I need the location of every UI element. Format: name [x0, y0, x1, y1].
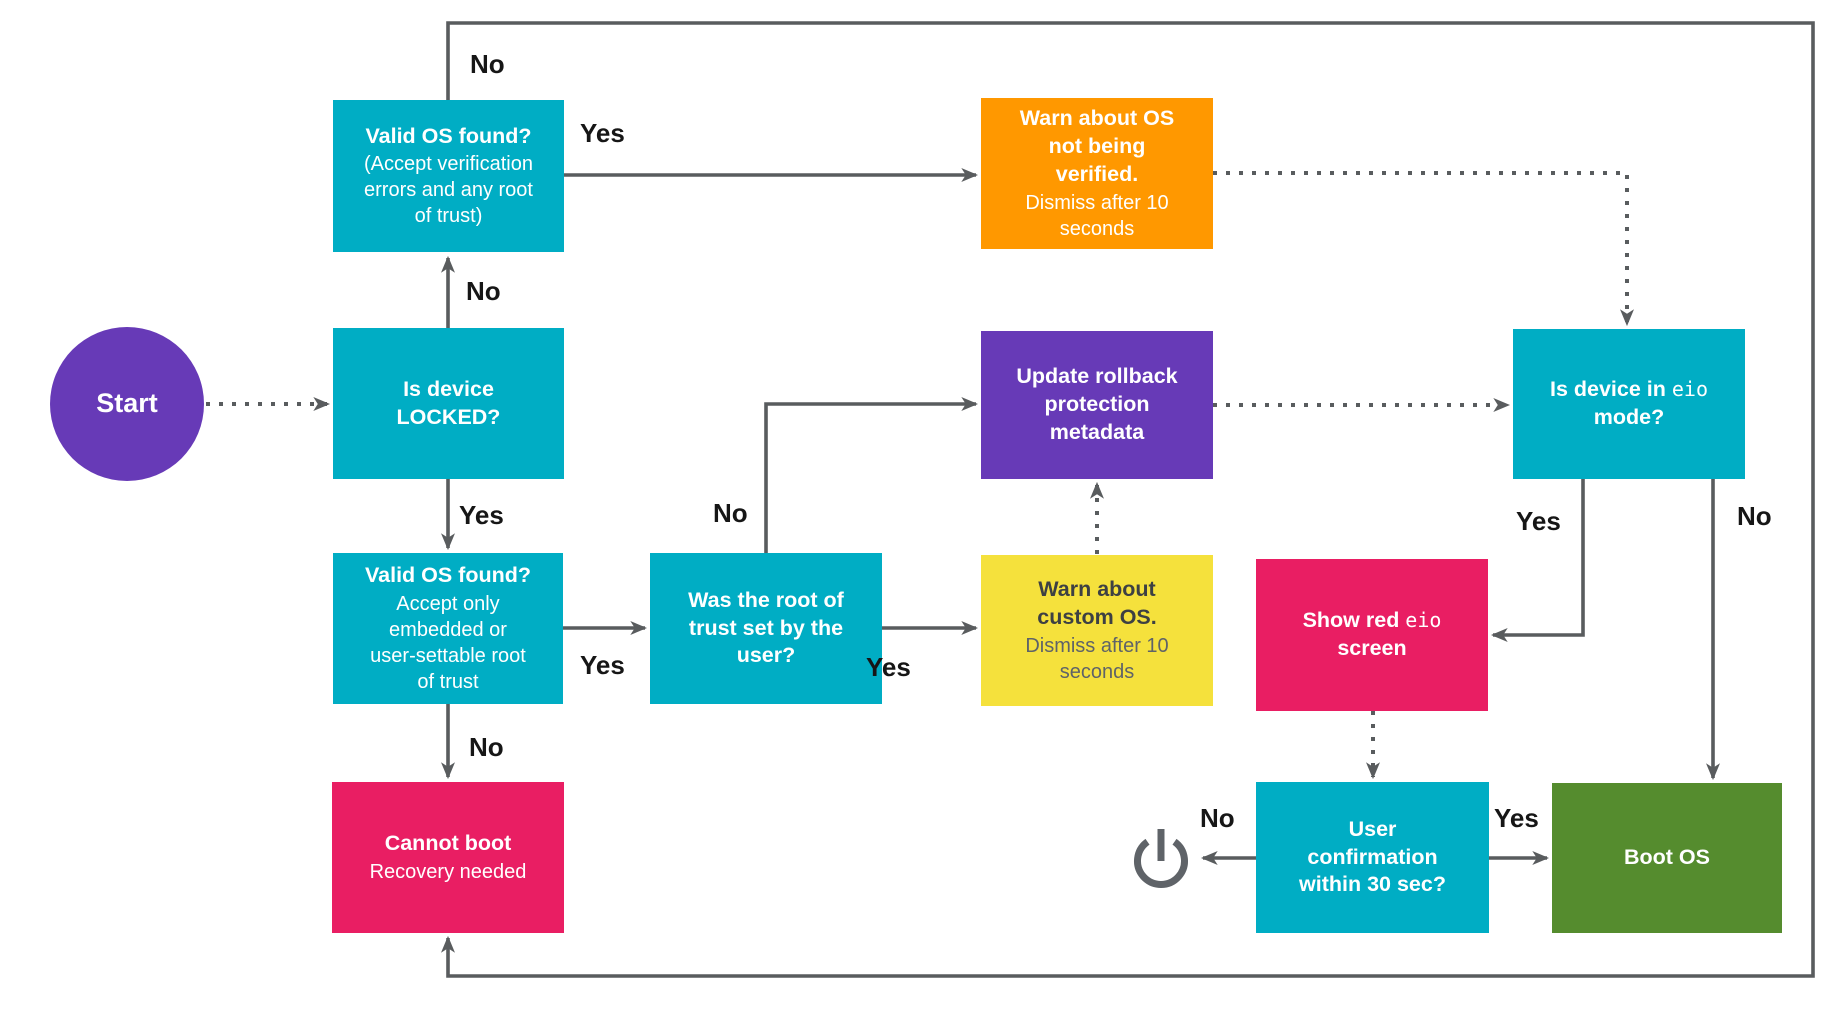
node-subtitle: Dismiss after 10 seconds	[1025, 191, 1169, 240]
node-title: Show red eio screen	[1303, 607, 1442, 663]
edge-label-no-eio-to-boot-os: No	[1737, 501, 1772, 531]
node-is-device-in-eio-mode: Is device in eio mode?	[1513, 329, 1745, 479]
node-subtitle: Recovery needed	[369, 860, 527, 883]
title-part: mode?	[1593, 405, 1665, 429]
edge-root-of-trust-no-to-rollback	[764, 397, 979, 553]
title-part: screen	[1337, 636, 1407, 660]
node-title: Valid OS found?	[365, 123, 532, 148]
edge-warn-to-eio-mode	[1213, 171, 1634, 327]
title-part: Show red	[1302, 608, 1406, 633]
edge-label-no-top-loop: No	[470, 49, 505, 79]
node-title: Is device LOCKED?	[396, 376, 501, 429]
node-warn-os-not-verified: Warn about OS not being verified. Dismis…	[981, 98, 1213, 249]
node-title: Was the root of trust set by the user?	[688, 587, 844, 668]
node-title: Valid OS found?	[364, 563, 532, 588]
title-mono-part: eio	[1405, 608, 1442, 633]
node-update-rollback-metadata: Update rollback protection metadata	[981, 331, 1213, 479]
edge-validos-top-no-loop-to-cannot-boot	[441, 21, 1815, 978]
node-root-of-trust-set-by-user: Was the root of trust set by the user?	[650, 553, 882, 704]
title-part: Is device in	[1549, 377, 1672, 402]
node-title: Is device in eio mode?	[1550, 376, 1708, 432]
node-cannot-boot: Cannot boot Recovery needed	[332, 782, 564, 933]
node-title: Update rollback protection metadata	[1016, 364, 1178, 444]
edge-label-no-validos-to-cannot-boot: No	[469, 732, 504, 762]
node-valid-os-found-locked: Valid OS found? Accept only embedded or …	[333, 553, 563, 704]
node-title: Warn about custom OS.	[1037, 577, 1157, 629]
node-title: Boot OS	[1624, 845, 1710, 870]
edge-label-yes-root-of-trust-to-warn-custom: Yes	[866, 652, 911, 682]
node-subtitle: (Accept verification errors and any root…	[364, 153, 533, 228]
node-show-red-eio-screen: Show red eio screen	[1256, 559, 1488, 711]
node-boot-os: Boot OS	[1552, 783, 1782, 933]
node-start: Start	[50, 327, 204, 481]
edge-label-yes-eio-to-red-screen: Yes	[1516, 506, 1561, 536]
node-warn-custom-os: Warn about custom OS. Dismiss after 10 s…	[981, 555, 1213, 706]
node-is-device-locked: Is device LOCKED?	[333, 328, 564, 479]
node-valid-os-found-unlocked: Valid OS found? (Accept verification err…	[333, 100, 564, 252]
edge-eio-yes-to-red-screen	[1490, 479, 1585, 642]
node-user-confirmation: User confirmation within 30 sec?	[1256, 782, 1489, 933]
node-title: Warn about OS not being verified.	[1019, 106, 1175, 186]
power-icon	[1134, 829, 1188, 888]
edge-label-yes-validos-to-root-of-trust: Yes	[580, 650, 625, 680]
node-start-label: Start	[96, 388, 158, 419]
node-subtitle: Dismiss after 10 seconds	[1025, 634, 1169, 683]
edge-label-no-root-of-trust-to-rollback: No	[713, 498, 748, 528]
edge-label-yes-confirm-to-boot-os: Yes	[1494, 803, 1539, 833]
edge-label-no-locked-to-validos: No	[466, 276, 501, 306]
edge-label-yes-locked-to-validos-bottom: Yes	[459, 500, 504, 530]
edge-label-no-confirm-to-power-off: No	[1200, 803, 1235, 833]
node-title: Cannot boot	[384, 831, 512, 856]
node-title: User confirmation within 30 sec?	[1299, 816, 1446, 897]
title-mono-part: eio	[1671, 377, 1709, 402]
node-subtitle: Accept only embedded or user-settable ro…	[370, 592, 526, 693]
edge-label-yes-validos-to-warn: Yes	[580, 118, 625, 148]
